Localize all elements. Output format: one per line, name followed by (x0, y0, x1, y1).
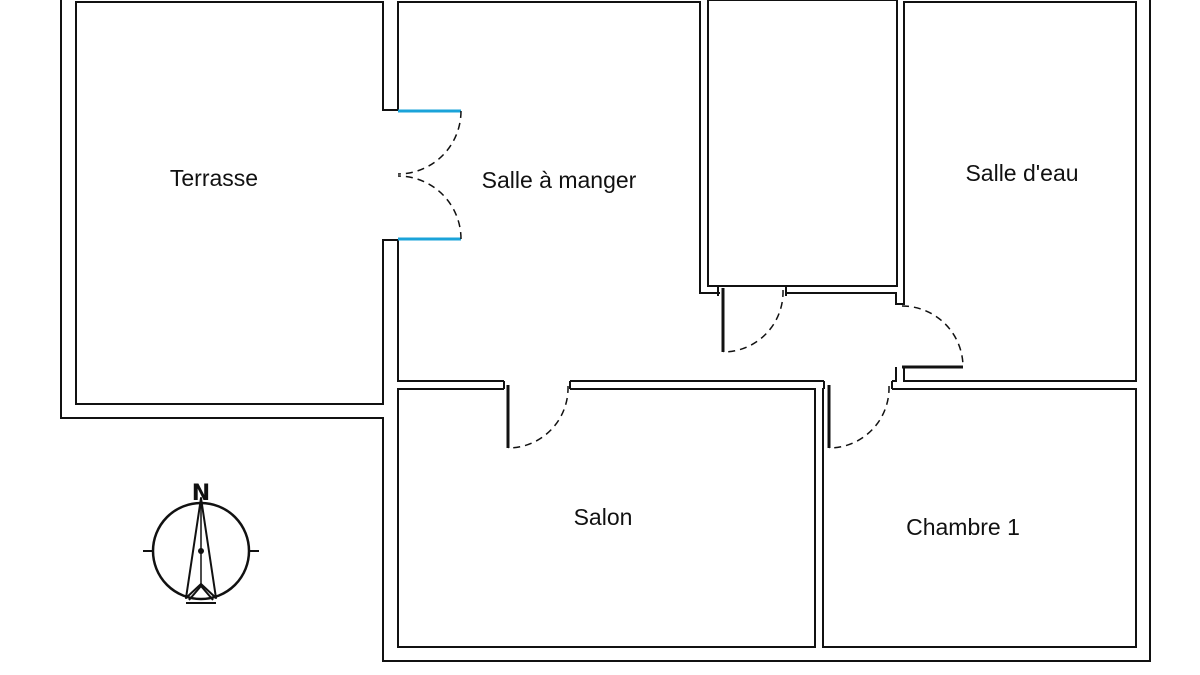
compass-north-letter: N (192, 481, 210, 506)
compass-rose: N (143, 481, 259, 604)
door-swing-arc (722, 289, 784, 353)
door-opening-gap (504, 378, 570, 392)
compass-center-dot (198, 548, 204, 554)
door-opening-gap (824, 378, 892, 392)
room-label-salle-a-manger: Salle à manger (482, 167, 637, 193)
room-chambre-1: Chambre 1 (822, 388, 1137, 648)
room-salle-d-eau-outline (903, 1, 1137, 382)
door-opening-gap (382, 111, 399, 239)
room-salon-outline (397, 388, 816, 648)
room-label-salon: Salon (574, 504, 633, 530)
room-label-salle-d-eau: Salle d'eau (965, 160, 1078, 186)
room-salle-a-manger-outline (397, 1, 897, 382)
door-salle-d-eau (894, 303, 964, 369)
door-salon (503, 378, 571, 449)
room-salle-a-manger: Salle à manger (397, 1, 897, 382)
closet-outline (707, 0, 898, 287)
door-chambre-1 (823, 378, 893, 449)
door-opening-gap (894, 305, 908, 367)
compass-needle-base (188, 584, 214, 601)
door-swing-arc-bottom (397, 175, 462, 240)
door-swing-arc (901, 305, 964, 368)
room-salle-d-eau: Salle d'eau (903, 1, 1137, 382)
room-chambre-1-outline (822, 388, 1137, 648)
room-salon: Salon (397, 388, 816, 648)
door-corridor (717, 286, 787, 353)
room-terrasse-outline (75, 1, 384, 405)
outer-wall (60, 0, 1151, 662)
door-swing-arc (828, 385, 890, 449)
door-opening-gap (720, 288, 786, 298)
room-terrasse: Terrasse (75, 1, 384, 405)
room-label-chambre-1: Chambre 1 (906, 514, 1020, 540)
door-swing-arc (507, 385, 569, 449)
room-label-terrasse: Terrasse (170, 165, 258, 191)
door-terrasse-double (382, 109, 462, 241)
door-swing-arc-top (397, 110, 462, 175)
